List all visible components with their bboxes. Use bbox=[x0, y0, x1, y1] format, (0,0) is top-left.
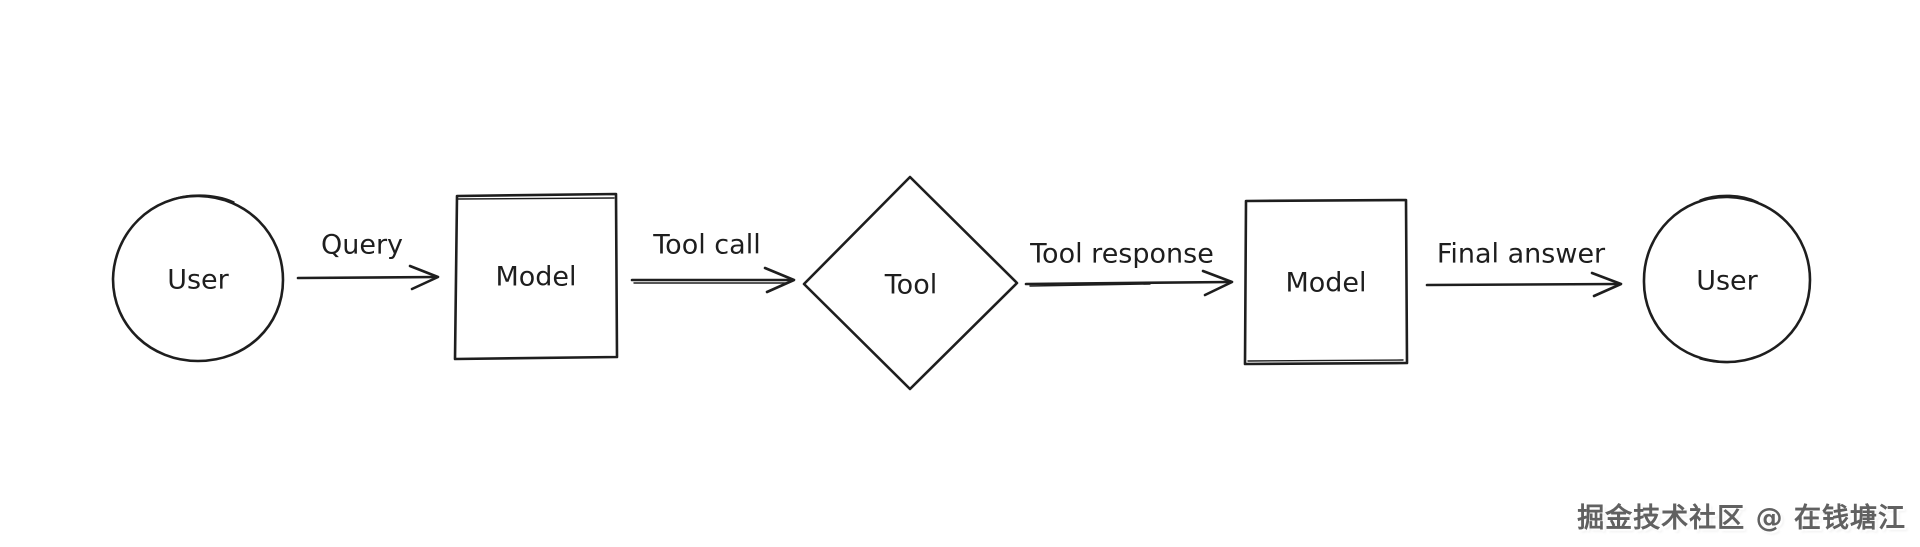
arrow-head bbox=[1590, 271, 1623, 298]
circle-shape bbox=[111, 194, 285, 363]
node-label-tool: Tool bbox=[884, 270, 937, 301]
watermark-text: 掘金技术社区 @ 在钱塘江 bbox=[1577, 503, 1906, 534]
arrow-line bbox=[1024, 280, 1233, 286]
circle-overdraw-bottom bbox=[1699, 356, 1755, 364]
edge-tool-response: Tool response bbox=[1024, 239, 1234, 297]
arrow-head bbox=[763, 266, 796, 294]
edge-final-answer: Final answer bbox=[1425, 239, 1623, 298]
edge-query: Query bbox=[296, 230, 440, 291]
circle-overdraw bbox=[1699, 194, 1759, 203]
arrow-line-overdraw bbox=[1029, 283, 1151, 287]
arrow-line bbox=[1425, 282, 1621, 287]
node-label-user-start: User bbox=[167, 265, 229, 296]
rectangle-overdraw bbox=[457, 197, 615, 200]
node-user-end: User bbox=[1642, 194, 1812, 364]
edge-tool-call: Tool call bbox=[630, 230, 796, 294]
edge-label-tool-call: Tool call bbox=[652, 230, 760, 261]
edge-label-tool-response: Tool response bbox=[1029, 239, 1214, 270]
node-label-model-2: Model bbox=[1285, 268, 1366, 299]
diamond-shape bbox=[802, 175, 1019, 391]
rectangle-overdraw bbox=[1247, 359, 1404, 362]
node-model-2: Model bbox=[1243, 198, 1409, 366]
edge-label-final-answer: Final answer bbox=[1437, 239, 1606, 270]
node-model-1: Model bbox=[453, 192, 619, 361]
arrow-line bbox=[296, 275, 439, 280]
arrow-head bbox=[408, 264, 440, 291]
diamond-overdraw bbox=[912, 334, 966, 387]
circle-overdraw bbox=[167, 194, 235, 203]
rectangle-shape bbox=[1243, 198, 1409, 366]
edge-label-query: Query bbox=[321, 230, 403, 261]
node-user-start: User bbox=[111, 194, 285, 363]
rectangle-shape bbox=[453, 192, 619, 361]
circle-shape bbox=[1642, 195, 1812, 364]
node-label-user-end: User bbox=[1696, 266, 1758, 297]
node-label-model-1: Model bbox=[495, 262, 576, 293]
arrow-head bbox=[1201, 269, 1234, 297]
node-tool: Tool bbox=[802, 175, 1019, 391]
